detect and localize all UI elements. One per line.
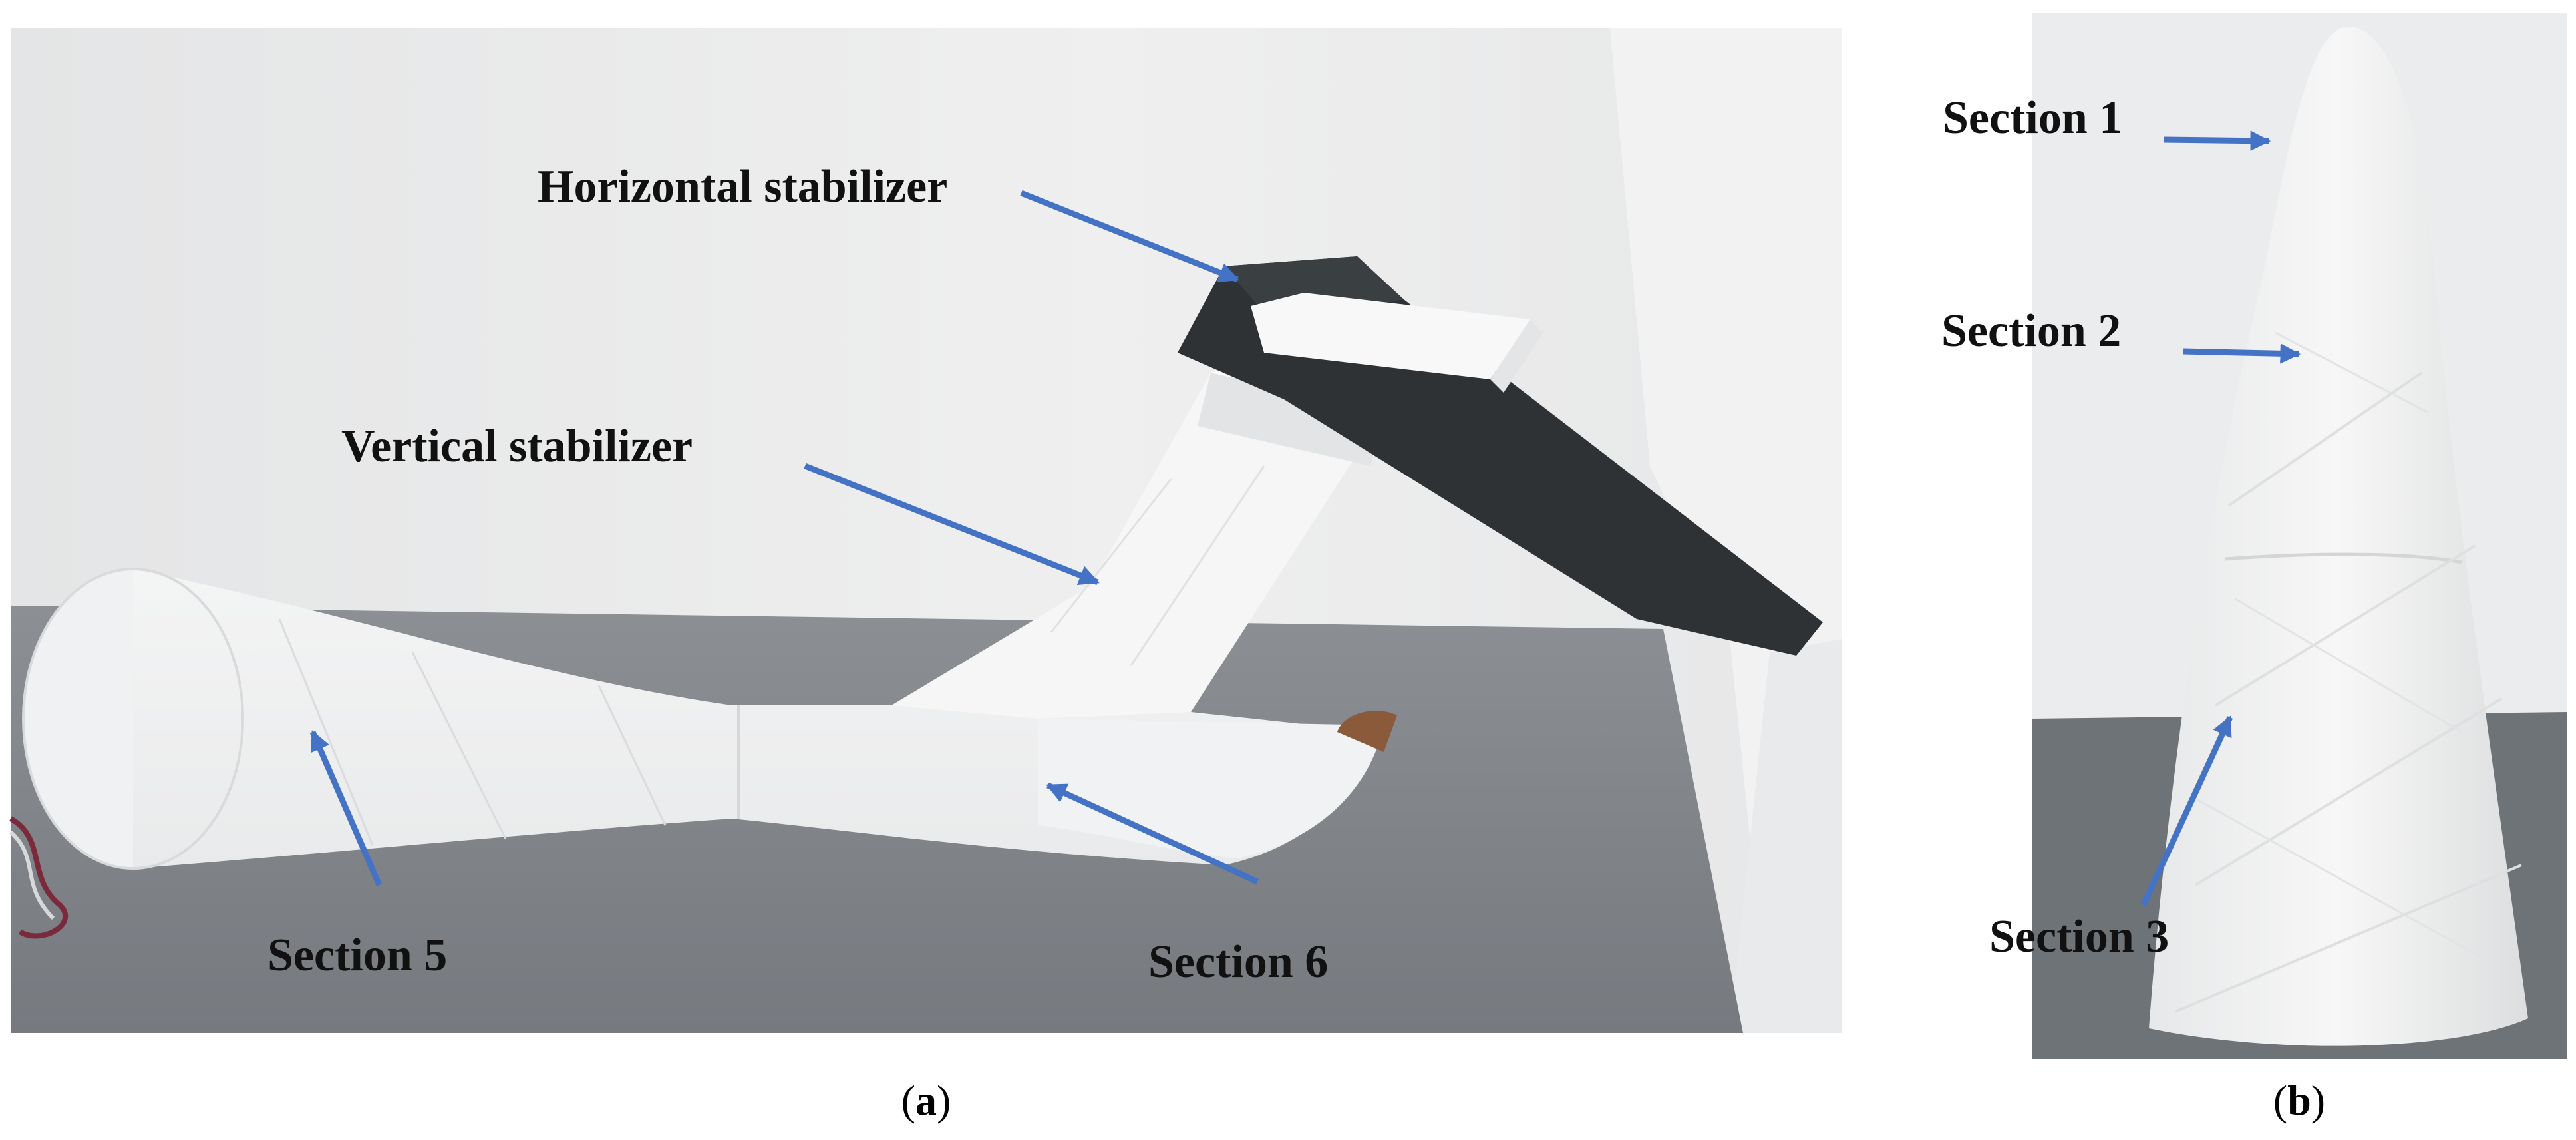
arrows-panel-a xyxy=(309,190,1259,886)
label-section-1: Section 1 xyxy=(1943,93,2122,144)
caption-a: (a) xyxy=(901,1077,951,1124)
arrows-panel-b xyxy=(2140,130,2301,906)
label-vertical-stabilizer: Vertical stabilizer xyxy=(341,421,693,472)
label-section-6: Section 6 xyxy=(1148,936,1328,988)
panel-a-photo: Horizontal stabilizer Vertical stabilize… xyxy=(9,28,1842,1033)
caption-b: (b) xyxy=(2273,1077,2325,1124)
label-section-3: Section 3 xyxy=(1989,911,2169,962)
horizontal-stabilizer-part xyxy=(1178,256,1823,656)
label-section-5: Section 5 xyxy=(267,930,447,981)
label-section-2: Section 2 xyxy=(1941,305,2121,357)
nose-cone xyxy=(2149,27,2528,1046)
panel-b-photo: Section 1 Section 2 Section 3 xyxy=(1941,13,2567,1059)
label-horizontal-stabilizer: Horizontal stabilizer xyxy=(538,161,947,212)
